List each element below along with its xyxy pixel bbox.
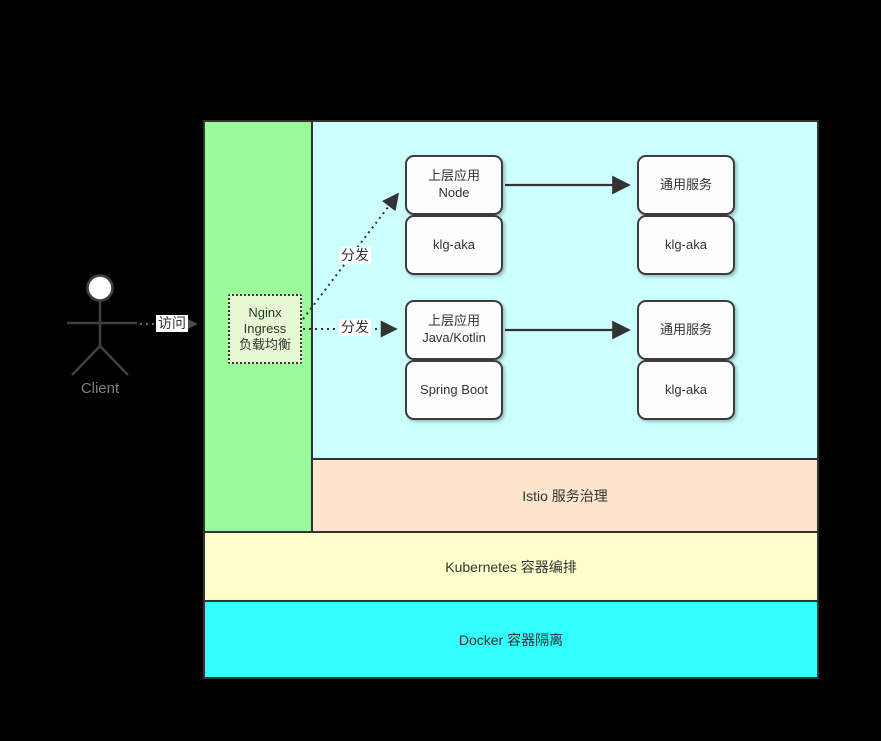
kubernetes-layer-band: Kubernetes 容器编排: [203, 531, 819, 602]
kubernetes-layer-label: Kubernetes 容器编排: [445, 558, 577, 575]
services-area: [311, 120, 819, 460]
dispatch-java-edge-label: 分发: [339, 319, 371, 337]
app-node-sdk-label: klg-aka: [433, 236, 475, 252]
nginx-ingress-line2: Ingress: [243, 320, 287, 336]
app-node-line2: Node: [438, 185, 470, 200]
client-actor-icon: [67, 274, 137, 376]
common-service-sdk-box-2: klg-aka: [637, 360, 735, 420]
common-service-box-1: 通用服务: [637, 155, 735, 215]
common-service-sdk-label-2: klg-aka: [665, 381, 707, 397]
app-node-line1: 上层应用: [427, 168, 480, 184]
docker-layer-band: Docker 容器隔离: [203, 600, 819, 679]
common-service-label-1: 通用服务: [659, 176, 712, 192]
dispatch-node-edge-label: 分发: [339, 247, 371, 265]
docker-layer-label: Docker 容器隔离: [458, 631, 564, 648]
app-java-line2: Java/Kotlin: [422, 330, 486, 345]
app-node-sdk-box: klg-aka: [405, 215, 503, 275]
app-java-box: 上层应用 Java/Kotlin: [405, 300, 503, 360]
istio-layer-band: Istio 服务治理: [311, 458, 819, 533]
actor-head: [86, 274, 114, 302]
common-service-label-2: 通用服务: [659, 321, 712, 337]
nginx-ingress-line3: 负载均衡: [238, 337, 291, 353]
common-service-sdk-label-1: klg-aka: [665, 236, 707, 252]
istio-layer-label: Istio 服务治理: [522, 487, 608, 504]
visit-edge-label: 访问: [156, 315, 188, 333]
actor-leg-right: [99, 345, 129, 376]
app-node-box: 上层应用 Node: [405, 155, 503, 215]
app-java-sdk-label: Spring Boot: [420, 381, 488, 397]
client-actor-label: Client: [80, 380, 120, 397]
app-java-sdk-box: Spring Boot: [405, 360, 503, 420]
common-service-box-2: 通用服务: [637, 300, 735, 360]
nginx-ingress-box: Nginx Ingress 负载均衡: [228, 294, 302, 364]
app-java-line1: 上层应用: [427, 313, 480, 329]
actor-leg-left: [71, 345, 101, 376]
common-service-sdk-box-1: klg-aka: [637, 215, 735, 275]
nginx-ingress-line1: Nginx: [248, 304, 282, 320]
